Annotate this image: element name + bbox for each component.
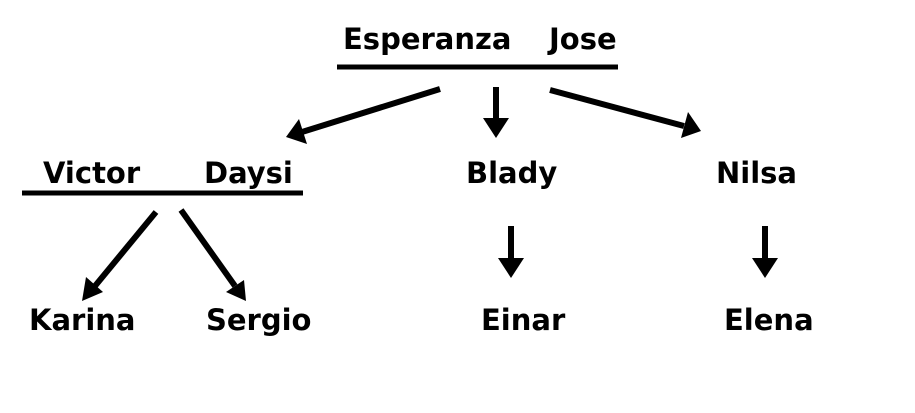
name-victor: Victor <box>43 156 141 190</box>
name-elena: Elena <box>724 303 814 337</box>
name-blady: Blady <box>466 156 557 190</box>
arrow-to-elena <box>752 226 778 278</box>
name-sergio: Sergio <box>206 303 311 337</box>
name-nilsa: Nilsa <box>716 156 797 190</box>
arrow-to-einar <box>498 226 524 278</box>
arrow-to-sergio <box>178 208 246 301</box>
name-daysi: Daysi <box>204 156 293 190</box>
arrow-to-daysi <box>286 86 441 144</box>
arrow-to-blady <box>483 87 509 138</box>
arrow-to-nilsa <box>549 87 701 138</box>
name-jose: Jose <box>547 22 617 56</box>
name-karina: Karina <box>29 303 136 337</box>
name-einar: Einar <box>481 303 566 337</box>
name-esperanza: Esperanza <box>343 22 511 56</box>
arrow-to-karina <box>82 210 159 301</box>
